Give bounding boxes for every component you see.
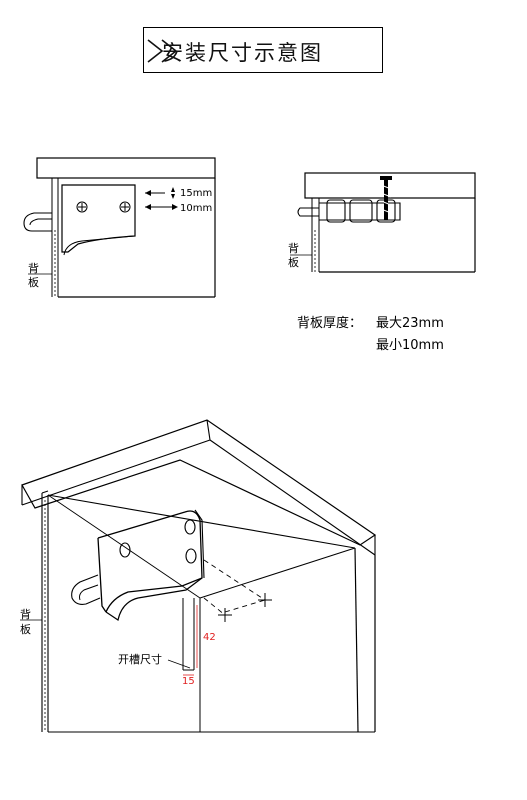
back-panel-label: 板 — [20, 622, 31, 636]
back-panel — [51, 178, 59, 297]
screw-icon — [380, 176, 392, 220]
back-panel — [41, 490, 49, 732]
title-box: 安装尺寸示意图 — [143, 27, 383, 73]
page-title: 安装尺寸示意图 — [162, 41, 323, 65]
slot-width-label: 15 — [182, 676, 195, 687]
back-panel-label: 背 — [28, 261, 39, 275]
top-board — [21, 419, 377, 556]
thickness-min: 最小10mm — [376, 338, 444, 353]
back-panel-label: 背 — [288, 241, 299, 255]
bracket — [23, 184, 136, 256]
hidden-lines — [47, 494, 272, 622]
thickness-max: 最大23mm — [376, 316, 444, 331]
dim-15mm-label: 15mm — [180, 188, 212, 199]
dim-10mm-label: 10mm — [180, 203, 212, 214]
slot — [182, 598, 198, 676]
dimension-markers — [145, 187, 178, 210]
back-panel — [311, 198, 320, 272]
double-chevron-right-icon — [147, 39, 178, 63]
screw-hole-icon — [76, 201, 88, 213]
thickness-label: 背板厚度： — [297, 316, 363, 331]
back-panel-label: 板 — [28, 275, 39, 289]
back-panel-label: 板 — [288, 255, 299, 269]
screw-hole-icon — [119, 201, 131, 213]
slot-size-label: 开槽尺寸 — [118, 652, 162, 666]
side-panel — [48, 547, 376, 733]
slot-depth-label: 42 — [203, 632, 216, 643]
back-panel-label: 背 — [20, 607, 31, 621]
bracket — [71, 509, 205, 621]
